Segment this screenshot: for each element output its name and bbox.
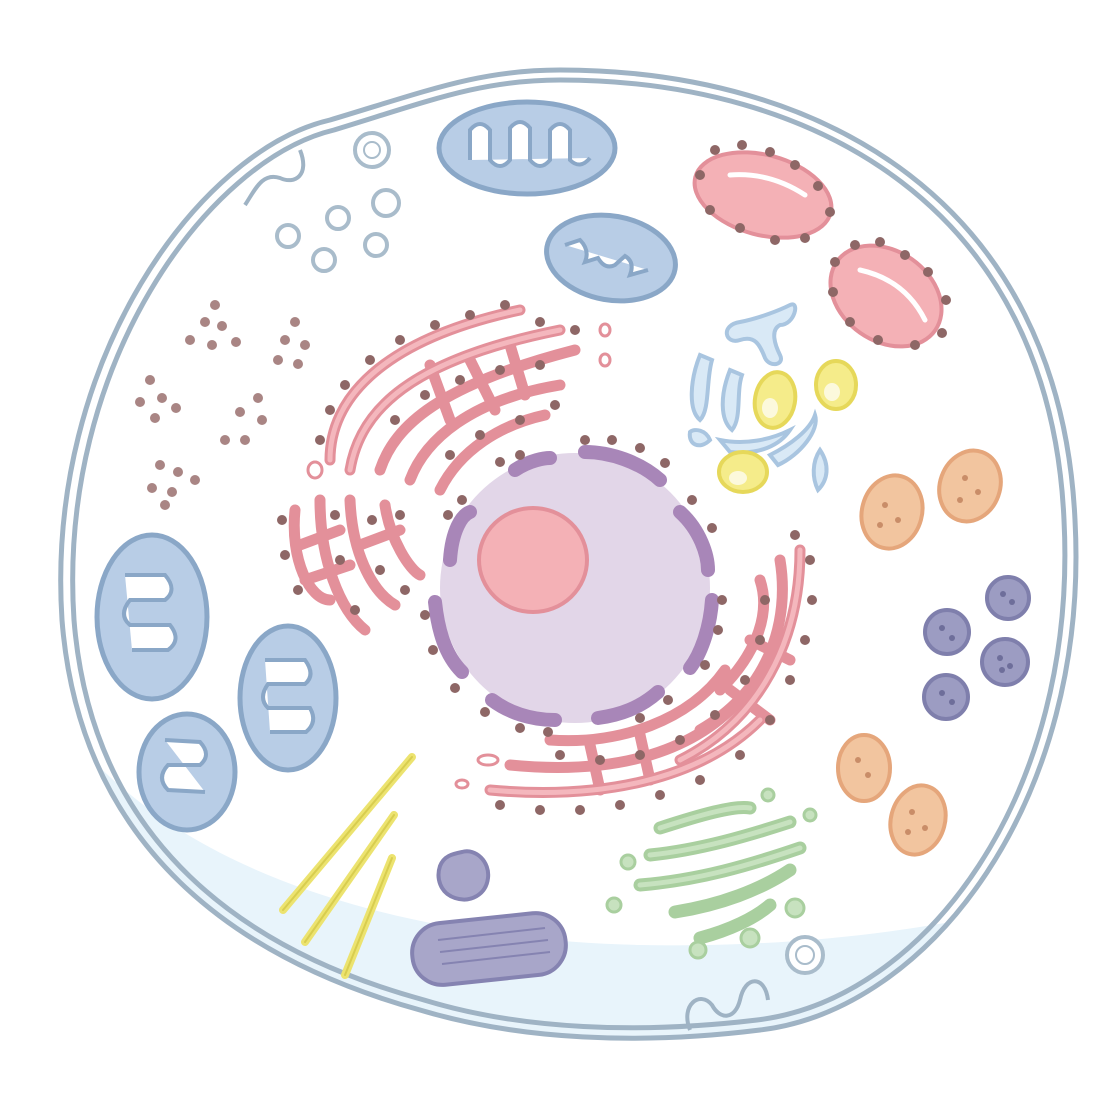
vacuole	[724, 302, 798, 367]
nucleolus	[477, 506, 589, 614]
cell-membrane	[58, 67, 1079, 1041]
mitochondrion	[94, 532, 210, 702]
rough-endoplasmic-reticulum	[277, 300, 817, 815]
mitochondrion	[136, 711, 238, 833]
nuclear-envelope	[420, 435, 727, 737]
purple-granule	[922, 575, 1031, 721]
golgi-apparatus	[605, 787, 818, 960]
mitochondrion	[436, 99, 618, 197]
lysosome	[828, 237, 951, 350]
free-ribosomes	[135, 300, 310, 510]
mitochondrion	[237, 623, 339, 773]
vesicle	[687, 352, 829, 494]
mitochondrion	[544, 212, 678, 304]
centriole	[410, 911, 568, 987]
lysosome	[692, 140, 835, 245]
peroxisome	[836, 448, 1003, 857]
vesicle-cluster	[275, 188, 401, 273]
centrosome	[436, 849, 491, 902]
